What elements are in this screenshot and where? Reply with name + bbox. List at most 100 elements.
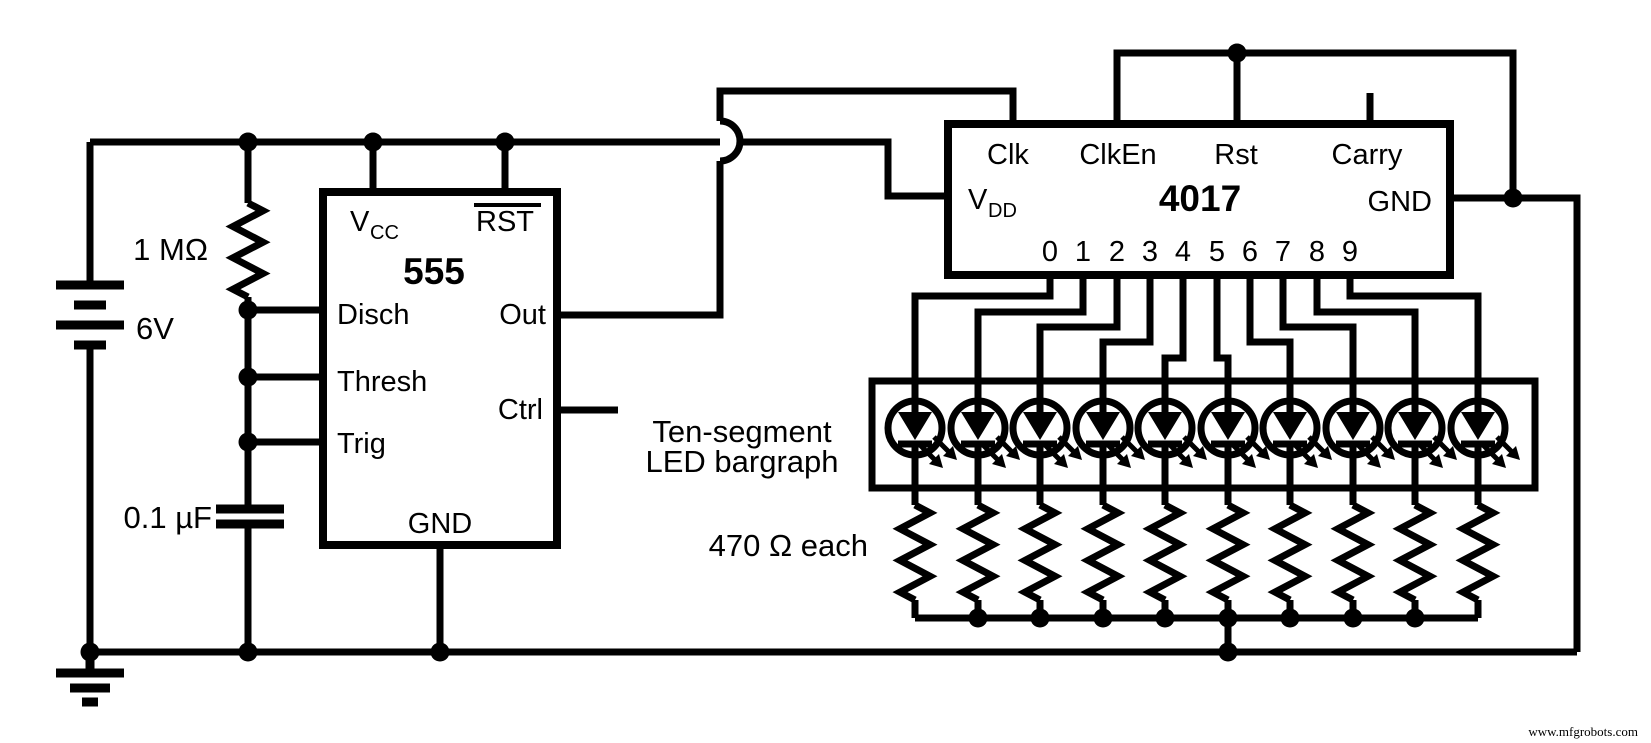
led-icon — [1072, 397, 1145, 468]
bargraph-box — [868, 377, 1539, 492]
pin-label-vdd-sub: DD — [988, 200, 1017, 222]
led-icon — [1134, 397, 1207, 468]
led-icon — [1384, 397, 1457, 468]
pin-label-gnd4017: GND — [1368, 186, 1432, 218]
timing-resistor-label: 1 MΩ — [133, 232, 208, 267]
junction-dot — [238, 642, 258, 662]
led-icon — [1009, 397, 1082, 468]
pin-label-carry: Carry — [1332, 139, 1403, 171]
output-9-wire — [1346, 275, 1482, 412]
ic-555-name: 555 — [403, 251, 465, 292]
pin-label-trig: Trig — [337, 428, 386, 460]
output-label-8: 8 — [1309, 236, 1325, 268]
pin-label-gnd555: GND — [408, 508, 472, 540]
junction-dot — [968, 608, 988, 628]
pin-label-rst4017: Rst — [1214, 139, 1258, 171]
bargraph-label-line2: LED bargraph — [645, 444, 838, 479]
output-6-wire — [1246, 275, 1294, 412]
led-resistor-icon — [1455, 501, 1501, 604]
pin-label-rst: RST — [476, 206, 534, 238]
led-resistor-icon — [1080, 501, 1126, 604]
led-resistor-icon — [1205, 501, 1251, 604]
output-4-wire — [1161, 275, 1187, 412]
pin-label-ctrl: Ctrl — [498, 394, 543, 426]
led-resistors-label: 470 Ω each — [709, 528, 868, 563]
output-fanout-wires — [911, 275, 1482, 412]
led-resistor-icon — [955, 501, 1001, 604]
output-label-4: 4 — [1175, 236, 1191, 268]
junction-dot — [430, 642, 450, 662]
output-label-5: 5 — [1209, 236, 1225, 268]
junction-dot — [1218, 642, 1238, 662]
junction-dot — [238, 300, 258, 320]
wire-hop-icon — [719, 117, 744, 165]
out-to-clk-wire — [557, 87, 1017, 319]
junction-dot — [495, 132, 515, 152]
ic-4017-name: 4017 — [1159, 178, 1241, 219]
junction-dot — [1218, 608, 1238, 628]
capacitor-icon — [216, 504, 284, 529]
junction-dot — [1280, 608, 1300, 628]
led-resistor-icon — [1330, 501, 1376, 604]
pin-label-vdd: V — [968, 184, 988, 216]
pin-label-disch: Disch — [337, 299, 410, 331]
output-8-wire — [1313, 275, 1419, 412]
battery-icon — [56, 280, 124, 350]
pin-label-clken: ClkEn — [1079, 139, 1156, 171]
junction-dot — [1030, 608, 1050, 628]
led-icon — [1197, 397, 1270, 468]
resistor-bus-wires — [915, 614, 1478, 652]
led-icon — [884, 397, 957, 468]
junction-dot — [1227, 43, 1247, 63]
junction-dot — [238, 367, 258, 387]
watermark-text: www.mfgrobots.com — [1528, 724, 1638, 739]
junction-dot — [1155, 608, 1175, 628]
junction-dot — [1343, 608, 1363, 628]
vcc-rail-wire — [90, 138, 948, 200]
led-resistor-icon — [1267, 501, 1313, 604]
output-0-wire — [911, 275, 1054, 412]
pin-label-out: Out — [499, 299, 546, 331]
output-label-3: 3 — [1142, 236, 1158, 268]
junction-dot — [1093, 608, 1113, 628]
led-icon — [1447, 397, 1520, 468]
output-label-9: 9 — [1342, 236, 1358, 268]
output-3-wire — [1099, 275, 1154, 412]
led-icon — [1322, 397, 1395, 468]
clken-rst-rail-wire — [1113, 49, 1517, 198]
led-resistors — [892, 444, 1501, 618]
led-resistor-icon — [1017, 501, 1063, 604]
pin-label-vcc-sub: CC — [370, 222, 399, 244]
pin-label-vcc: V — [350, 206, 370, 238]
led-resistor-icon — [1142, 501, 1188, 604]
component-value-labels: 1 MΩ 6V 0.1 µF Ten-segment LED bargraph … — [123, 232, 868, 563]
out-wire-upper — [716, 87, 1017, 124]
timing-capacitor-label: 0.1 µF — [123, 500, 212, 535]
led-icon — [947, 397, 1020, 468]
pin-label-clk: Clk — [987, 139, 1029, 171]
led-resistor-icon — [892, 501, 938, 604]
output-label-1: 1 — [1075, 236, 1091, 268]
gnd4017-wire — [1450, 194, 1581, 652]
output-7-wire — [1279, 275, 1357, 412]
output-5-wire — [1213, 275, 1232, 412]
ic-4017-pin-wires — [1113, 49, 1581, 652]
timing-network-wires — [225, 142, 323, 652]
ic-4017-labels: Clk ClkEn Rst Carry V DD 4017 GND — [968, 139, 1432, 222]
out-wire-lower — [557, 161, 724, 319]
led-bargraph-leds — [884, 397, 1520, 468]
power-rail-wires — [86, 138, 1577, 656]
junction-dot — [238, 432, 258, 452]
pin-label-thresh: Thresh — [337, 366, 427, 398]
junction-dot — [1405, 608, 1425, 628]
junction-dot — [1503, 188, 1523, 208]
output-1-wire — [974, 275, 1087, 412]
output-2-wire — [1036, 275, 1121, 412]
junction-dots — [80, 43, 1523, 662]
led-resistor-icon — [1392, 501, 1438, 604]
timing-resistor-icon — [225, 199, 271, 301]
junction-dot — [80, 642, 100, 662]
ic-555-labels: V CC RST 555 Disch Thresh Trig Out Ctrl … — [337, 203, 546, 540]
